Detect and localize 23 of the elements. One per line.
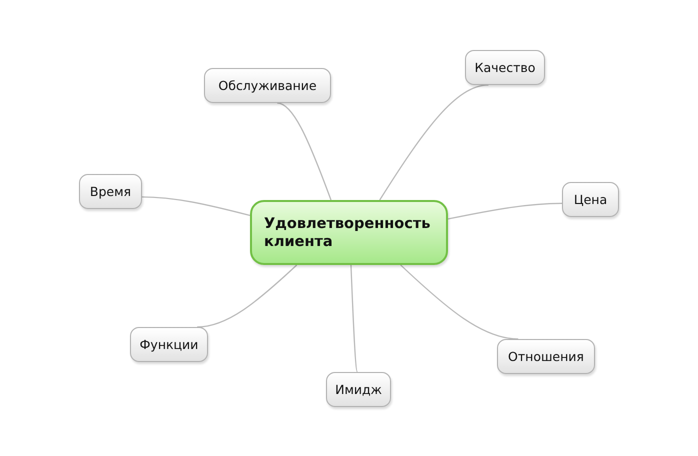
topic-box bbox=[326, 372, 391, 407]
topic-label: Удовлетворенность клиента bbox=[264, 214, 432, 250]
topic-label: Обслуживание bbox=[218, 78, 317, 93]
topic-label: Функции bbox=[140, 337, 198, 352]
connector-line bbox=[448, 202, 562, 220]
connector-line bbox=[350, 264, 358, 372]
topic-label: Имидж bbox=[335, 382, 382, 397]
connector-line bbox=[379, 84, 489, 200]
topic-label: Качество bbox=[474, 60, 536, 75]
topic-box bbox=[497, 339, 595, 374]
topic-box bbox=[130, 327, 208, 362]
connector-line bbox=[197, 264, 298, 328]
connector-line bbox=[277, 102, 332, 200]
topic-box bbox=[204, 68, 331, 103]
connector-line bbox=[400, 264, 518, 340]
topic-label: Цена bbox=[574, 192, 608, 207]
topic-label: Отношения bbox=[508, 349, 584, 364]
topic-label: Время bbox=[90, 184, 132, 199]
central-topic-box bbox=[250, 200, 448, 265]
connector-line bbox=[142, 196, 250, 216]
topic-box bbox=[79, 174, 142, 209]
topic-box bbox=[465, 50, 545, 85]
topic-box bbox=[562, 182, 619, 217]
